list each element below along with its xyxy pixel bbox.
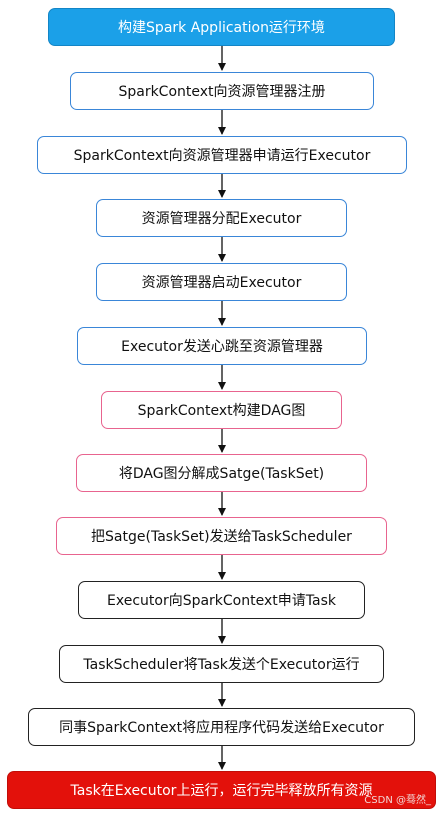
step-allocate-executor: 资源管理器分配Executor (96, 199, 347, 237)
step-register-with-resource-manager: SparkContext向资源管理器注册 (70, 72, 374, 110)
step-split-dag-into-stages: 将DAG图分解成Satge(TaskSet) (76, 454, 367, 492)
step-build-environment: 构建Spark Application运行环境 (48, 8, 395, 46)
step-send-stage-to-taskscheduler: 把Satge(TaskSet)发送给TaskScheduler (56, 517, 387, 555)
step-executor-heartbeat: Executor发送心跳至资源管理器 (77, 327, 367, 365)
step-request-executor: SparkContext向资源管理器申请运行Executor (37, 136, 407, 174)
step-executor-request-task: Executor向SparkContext申请Task (78, 581, 365, 619)
step-start-executor: 资源管理器启动Executor (96, 263, 347, 301)
step-send-app-code: 同事SparkContext将应用程序代码发送给Executor (28, 708, 415, 746)
step-send-task-to-executor: TaskScheduler将Task发送个Executor运行 (59, 645, 384, 683)
step-build-dag: SparkContext构建DAG图 (101, 391, 342, 429)
watermark: CSDN @蓦然_ (364, 795, 431, 806)
step-run-task-release-resources: Task在Executor上运行，运行完毕释放所有资源 (7, 771, 436, 809)
